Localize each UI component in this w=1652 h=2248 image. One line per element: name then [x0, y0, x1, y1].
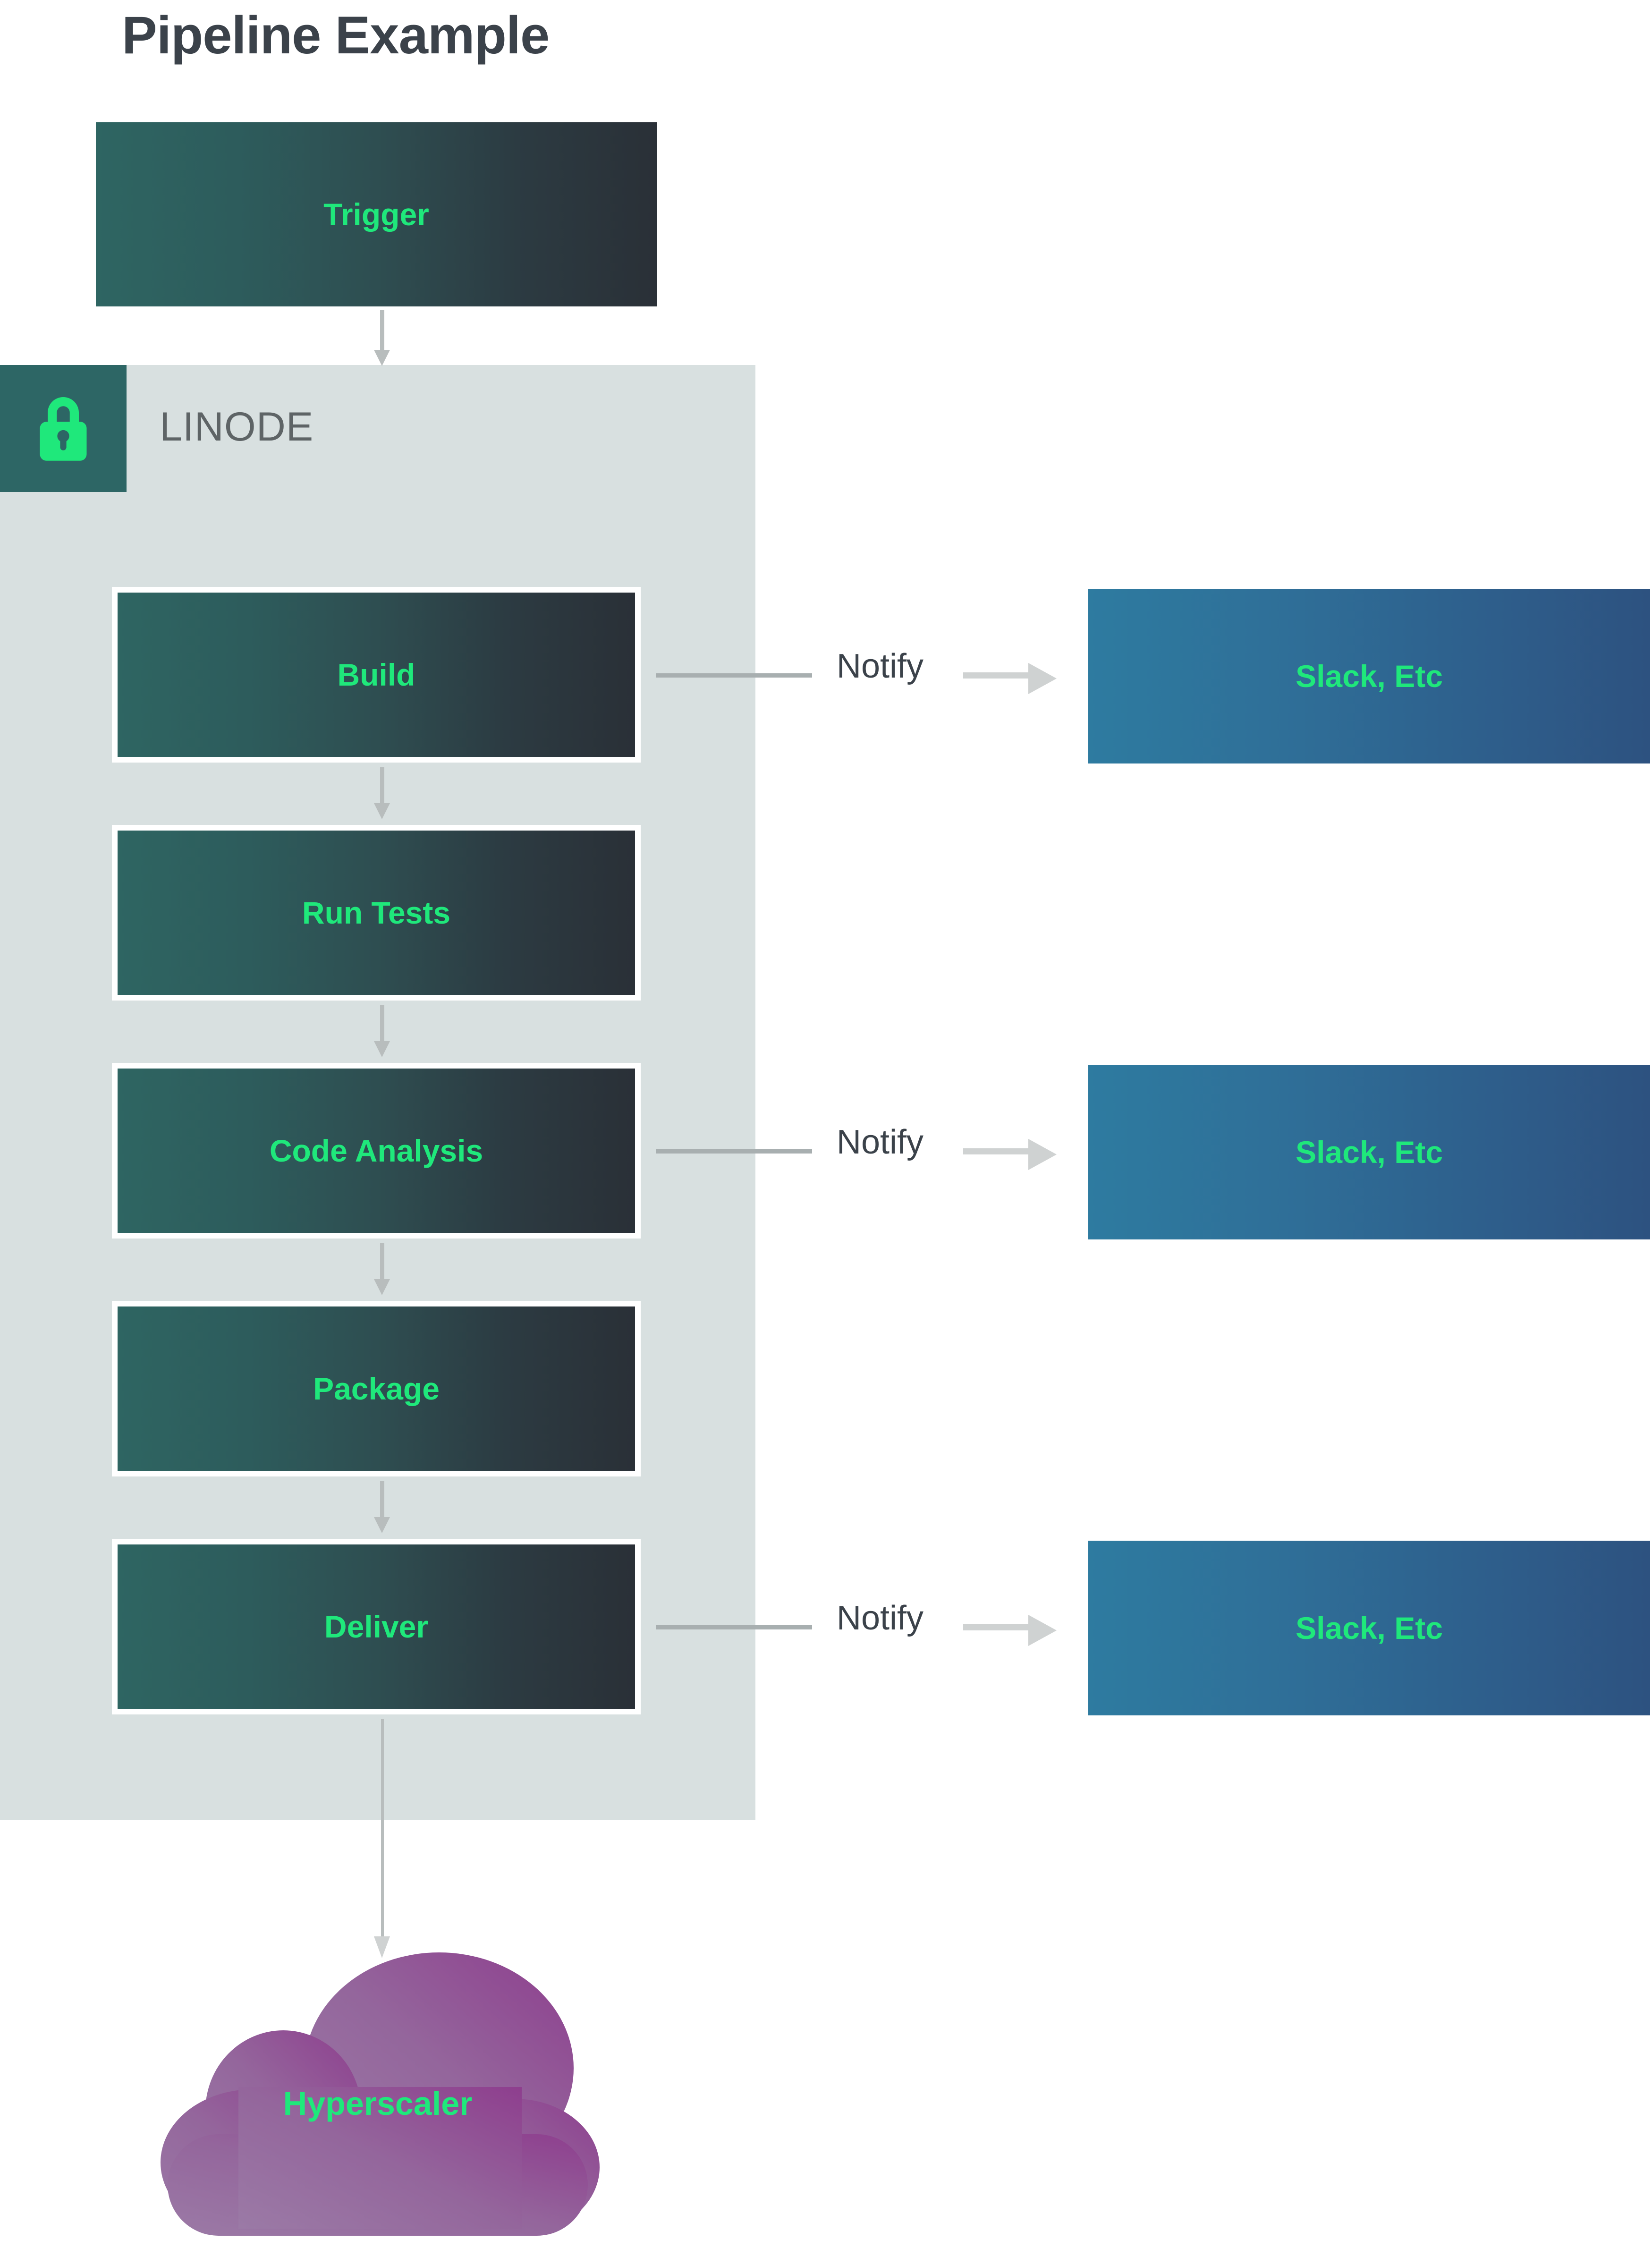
node-slack-3-label: Slack, Etc — [1296, 1611, 1443, 1646]
notify-connector-code-analysis: Notify — [656, 1123, 1062, 1170]
node-package-fill: Package — [118, 1306, 635, 1471]
arrow-shaft — [380, 1005, 384, 1043]
notify-connector-deliver: Notify — [656, 1599, 1062, 1646]
notify-connector-build: Notify — [656, 647, 1062, 694]
node-slack-2[interactable]: Slack, Etc — [1088, 1065, 1650, 1239]
lock-icon — [40, 397, 87, 461]
arrow-shaft — [381, 1719, 384, 1944]
notify-label: Notify — [837, 1599, 924, 1637]
node-build[interactable]: Build — [112, 587, 641, 763]
node-package[interactable]: Package — [112, 1301, 641, 1476]
node-deliver-label: Deliver — [324, 1609, 429, 1644]
arrow-shaft — [380, 310, 384, 352]
node-code-analysis[interactable]: Code Analysis — [112, 1063, 641, 1239]
node-deliver[interactable]: Deliver — [112, 1539, 641, 1714]
node-slack-2-label: Slack, Etc — [1296, 1135, 1443, 1170]
arrow-head — [374, 1517, 390, 1533]
arrow-head — [374, 1041, 390, 1057]
arrow-shaft — [380, 767, 384, 805]
node-run-tests-fill: Run Tests — [118, 831, 635, 995]
arrow-head — [1028, 663, 1057, 694]
node-build-label: Build — [337, 657, 415, 692]
arrow-shaft — [963, 672, 1029, 679]
arrow-head — [374, 1936, 390, 1958]
arrow-build-to-run-tests — [374, 767, 390, 819]
notify-arrow — [963, 663, 1057, 694]
notify-label: Notify — [837, 647, 924, 685]
page-title: Pipeline Example — [122, 6, 550, 65]
arrow-shaft — [380, 1243, 384, 1281]
arrow-run-tests-to-code-analysis — [374, 1005, 390, 1057]
arrow-head — [374, 803, 390, 819]
arrow-deliver-to-hyperscaler — [374, 1719, 390, 1958]
cloud-silhouette — [161, 1952, 600, 2236]
notify-line — [656, 673, 812, 678]
arrow-head — [374, 350, 390, 366]
node-hyperscaler-label: Hyperscaler — [283, 2085, 473, 2122]
node-build-fill: Build — [118, 593, 635, 757]
arrow-head — [1028, 1615, 1057, 1646]
arrow-shaft — [963, 1624, 1029, 1630]
notify-line — [656, 1149, 812, 1154]
notify-line — [656, 1625, 812, 1629]
node-slack-3[interactable]: Slack, Etc — [1088, 1541, 1650, 1715]
node-package-label: Package — [313, 1371, 440, 1406]
notify-arrow — [963, 1139, 1057, 1170]
node-code-analysis-label: Code Analysis — [269, 1133, 483, 1168]
linode-group-label: LINODE — [160, 404, 314, 450]
arrow-head — [1028, 1139, 1057, 1170]
arrow-shaft — [963, 1148, 1029, 1154]
node-hyperscaler[interactable] — [142, 1945, 614, 2238]
node-trigger[interactable]: Trigger — [96, 122, 657, 306]
node-code-analysis-fill: Code Analysis — [118, 1069, 635, 1233]
arrow-code-analysis-to-package — [374, 1243, 390, 1295]
notify-arrow — [963, 1615, 1057, 1646]
notify-label: Notify — [837, 1123, 924, 1161]
arrow-shaft — [380, 1481, 384, 1519]
arrow-package-to-deliver — [374, 1481, 390, 1533]
arrow-head — [374, 1279, 390, 1295]
node-slack-1-label: Slack, Etc — [1296, 659, 1443, 694]
node-run-tests[interactable]: Run Tests — [112, 825, 641, 1001]
node-run-tests-label: Run Tests — [302, 895, 451, 930]
arrow-trigger-to-build — [374, 310, 390, 366]
node-deliver-fill: Deliver — [118, 1544, 635, 1709]
node-trigger-label: Trigger — [323, 197, 429, 232]
node-slack-1[interactable]: Slack, Etc — [1088, 589, 1650, 763]
linode-lock-badge — [0, 365, 127, 492]
